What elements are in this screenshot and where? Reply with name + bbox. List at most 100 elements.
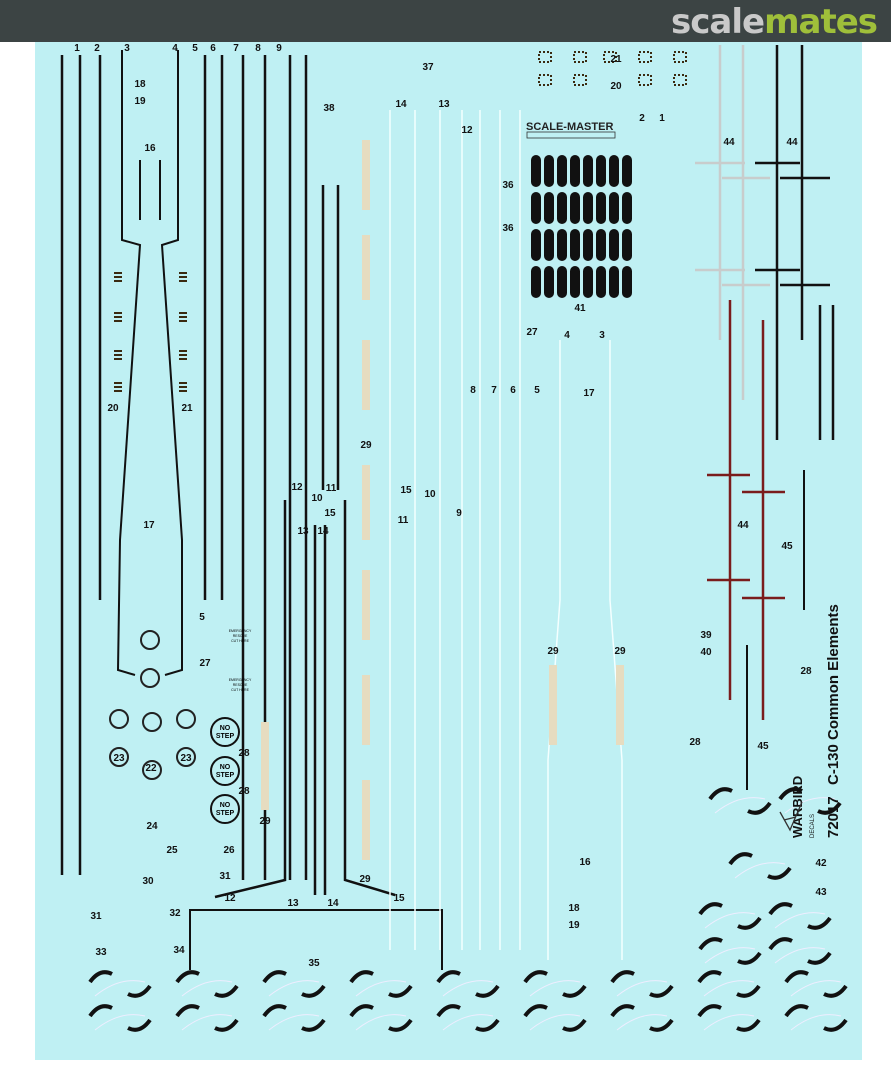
tread-block	[622, 155, 632, 187]
decal-number: 40	[700, 647, 712, 658]
tread-block	[609, 229, 619, 261]
decal-number: 10	[424, 489, 436, 500]
stripe	[214, 500, 287, 899]
decal-number: 16	[144, 143, 156, 154]
tire-arc-white	[94, 980, 146, 997]
decal-number: 14	[395, 99, 407, 110]
tread-block	[570, 155, 580, 187]
ring-decal	[142, 760, 162, 780]
tread-block	[544, 266, 554, 298]
tire-arc-white	[529, 980, 581, 997]
decal-number: 17	[143, 520, 155, 531]
tire-arc-white	[714, 797, 766, 814]
tread-block	[596, 229, 606, 261]
decal-number: 37	[422, 62, 434, 73]
emergency-text: CUT HERE	[231, 639, 249, 643]
decal-number: 14	[317, 526, 329, 537]
decal-number: 38	[323, 103, 335, 114]
emergency-text: EMERGENCY	[229, 678, 252, 682]
emergency-text: RESCUE	[233, 683, 248, 687]
tire-arc	[768, 937, 832, 965]
stripe-marking	[114, 276, 122, 278]
tread-block	[622, 266, 632, 298]
tire-arc-white	[268, 980, 320, 997]
tan-strip	[362, 140, 370, 210]
decal-number: 29	[547, 646, 559, 657]
tread-block	[622, 192, 632, 224]
tire-arc-white	[790, 1014, 842, 1031]
stripe-marking	[114, 272, 122, 274]
ring-decal	[109, 747, 129, 767]
decal-number: 8	[470, 385, 476, 396]
stripe-marking	[114, 316, 122, 318]
tread-block	[596, 266, 606, 298]
tire-arc	[784, 970, 848, 998]
stripe-marking	[114, 358, 122, 360]
decal-number: 29	[360, 440, 372, 451]
decal-number: 27	[199, 658, 211, 669]
small-marking	[573, 51, 587, 63]
decal-number: 28	[689, 737, 701, 748]
sheet-background	[35, 42, 862, 1060]
decal-number: 29	[259, 816, 271, 827]
stripe-marking	[179, 358, 187, 360]
tread-block	[570, 192, 580, 224]
tan-strip	[362, 570, 370, 640]
decal-number: 26	[223, 845, 235, 856]
tire-arc-white	[616, 980, 668, 997]
ring-decal	[176, 747, 196, 767]
tire-arc-white	[774, 912, 826, 929]
ring-decal	[140, 630, 160, 650]
tire-arc	[436, 970, 500, 998]
stripe-decals	[60, 45, 835, 970]
decal-number: 31	[219, 871, 231, 882]
tire-arc-white	[94, 1014, 146, 1031]
stripe-marking	[179, 354, 187, 356]
stripe-marking	[179, 350, 187, 352]
stripe-marking	[114, 386, 122, 388]
brand-subtitle: DECALS	[810, 814, 816, 838]
decal-number: 31	[90, 911, 102, 922]
stripe	[139, 160, 161, 220]
tire-arc	[175, 1004, 239, 1032]
tread-block	[609, 155, 619, 187]
tire-arc-white	[442, 1014, 494, 1031]
tire-arc-white	[734, 862, 786, 879]
tire-arc	[610, 970, 674, 998]
decal-number: 5	[199, 612, 205, 623]
decal-number: 15	[400, 485, 412, 496]
tan-strip	[362, 675, 370, 745]
decal-number: 1	[659, 113, 665, 124]
stripe	[160, 50, 183, 676]
tire-arc	[262, 970, 326, 998]
tire-arc	[349, 1004, 413, 1032]
no-step-decal: NO STEP	[210, 756, 240, 786]
tire-arc	[175, 970, 239, 998]
tire-arc	[436, 1004, 500, 1032]
tread-block	[557, 229, 567, 261]
tire-arc	[523, 970, 587, 998]
decal-number: 19	[134, 96, 146, 107]
sheet-title: C-130 Common Elements	[825, 604, 842, 785]
decal-number: 29	[614, 646, 626, 657]
decal-number: 25	[166, 845, 178, 856]
decal-number: 23	[113, 753, 125, 764]
tire-arc-white	[616, 1014, 668, 1031]
ring-decal	[140, 668, 160, 688]
stripe	[343, 500, 396, 897]
tread-block	[583, 155, 593, 187]
decal-number: 13	[438, 99, 450, 110]
stripe	[116, 50, 142, 676]
decal-number: 39	[700, 630, 712, 641]
logo-part: scale	[671, 2, 765, 42]
tire-arc	[88, 970, 152, 998]
stripe	[818, 305, 835, 440]
no-step-text: NO	[220, 725, 231, 732]
scalemates-logo[interactable]: scalemates	[671, 2, 878, 42]
stripe-marking	[114, 280, 122, 282]
decal-number: 12	[224, 893, 236, 904]
small-marking	[603, 51, 617, 63]
tire-arc	[697, 970, 761, 998]
tan-strip	[549, 665, 557, 745]
stripe-marking	[179, 312, 187, 314]
